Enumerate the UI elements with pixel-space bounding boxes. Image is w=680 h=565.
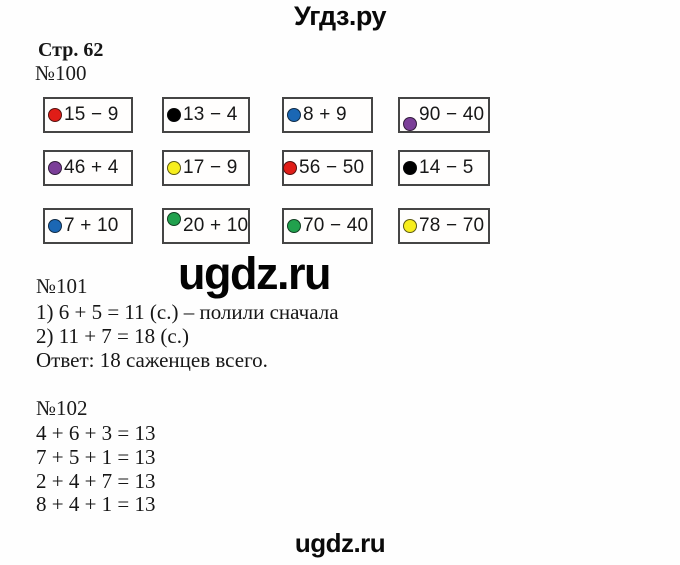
site-watermark-header: Угдз.ру (293, 1, 387, 31)
expression-box: 15 − 9 (43, 97, 133, 133)
expression-box: 20 + 10 (162, 208, 250, 244)
yellow-dot-icon (167, 161, 181, 175)
expression-box: 7 + 10 (43, 208, 133, 244)
expression-text: 13 − 4 (183, 104, 238, 125)
blue-dot-icon (287, 108, 301, 122)
expression-box: 90 − 40 (398, 97, 490, 133)
purple-dot-icon (403, 117, 417, 131)
expression-text: 15 − 9 (64, 104, 119, 125)
equation-line: 2 + 4 + 7 = 13 (36, 469, 156, 493)
expression-text: 17 − 9 (183, 157, 238, 178)
expression-box: 78 − 70 (398, 208, 490, 244)
expression-box: 46 + 4 (43, 150, 133, 186)
expression-box: 17 − 9 (162, 150, 250, 186)
page-number-label: Стр. 62 (38, 39, 104, 61)
answer-line: Ответ: 18 саженцев всего. (36, 348, 268, 372)
expression-box: 70 − 40 (282, 208, 373, 244)
expression-text: 70 − 40 (303, 215, 369, 236)
black-dot-icon (167, 108, 181, 122)
expression-box: 13 − 4 (162, 97, 250, 133)
solution-line: 1) 6 + 5 = 11 (с.) – полили сначала (36, 300, 339, 324)
task-100-label: №100 (35, 61, 87, 85)
equation-line: 7 + 5 + 1 = 13 (36, 445, 156, 469)
expression-text: 46 + 4 (64, 157, 119, 178)
black-dot-icon (403, 161, 417, 175)
equation-line: 4 + 6 + 3 = 13 (36, 421, 156, 445)
expression-box: 14 − 5 (398, 150, 490, 186)
expression-text: 8 + 9 (303, 104, 347, 125)
expression-text: 90 − 40 (419, 104, 485, 125)
site-watermark-middle: ugdz.ru (178, 248, 331, 299)
purple-dot-icon (48, 161, 62, 175)
green-dot-icon (287, 219, 301, 233)
expression-text: 20 + 10 (183, 215, 249, 236)
site-watermark-footer: ugdz.ru (294, 528, 386, 558)
expression-box: 56 − 50 (282, 150, 373, 186)
solution-line: 2) 11 + 7 = 18 (с.) (36, 324, 189, 348)
expression-text: 56 − 50 (299, 157, 365, 178)
green-dot-icon (167, 212, 181, 226)
task-101-label: №101 (36, 274, 88, 298)
red-dot-icon (283, 161, 297, 175)
equation-line: 8 + 4 + 1 = 13 (36, 492, 156, 516)
expression-text: 14 − 5 (419, 157, 474, 178)
blue-dot-icon (48, 219, 62, 233)
expression-text: 7 + 10 (64, 215, 119, 236)
task-102-label: №102 (36, 396, 88, 420)
red-dot-icon (48, 108, 62, 122)
yellow-dot-icon (403, 219, 417, 233)
expression-text: 78 − 70 (419, 215, 485, 236)
expression-box: 8 + 9 (282, 97, 373, 133)
